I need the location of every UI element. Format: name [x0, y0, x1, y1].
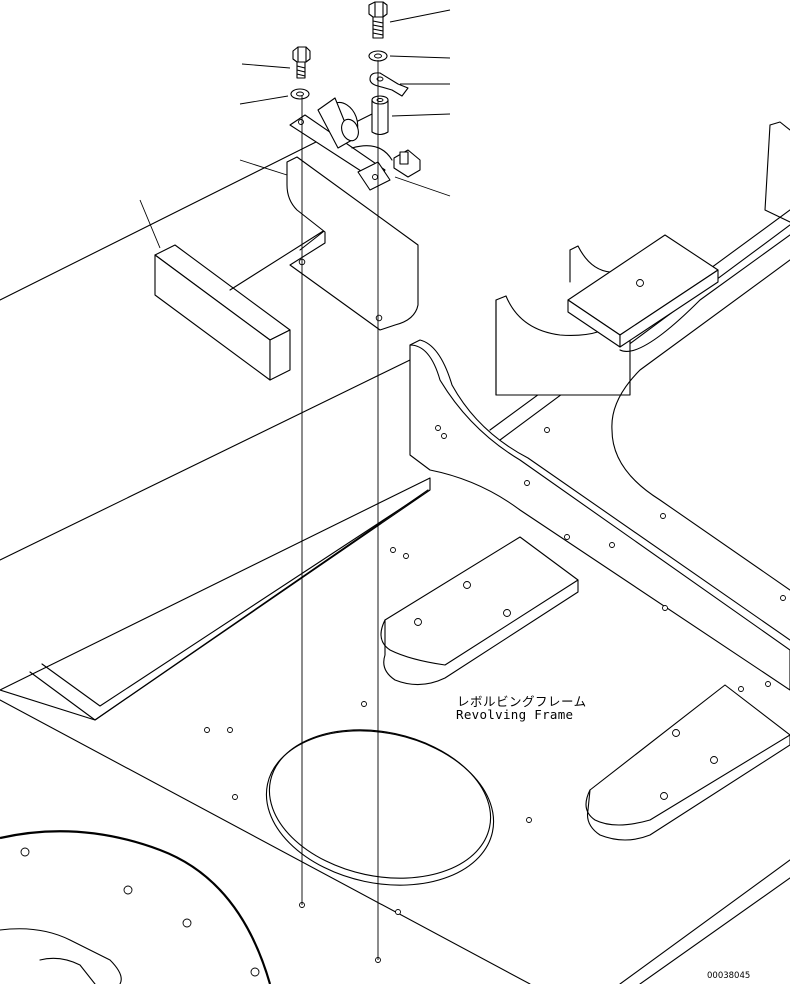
drawing-code: 00038045	[707, 971, 751, 981]
leader-lines	[139, 9, 451, 249]
frame-holes	[20, 425, 786, 977]
assembly-centerlines	[301, 60, 379, 960]
terminal-lug	[369, 72, 409, 97]
frame-label-japanese: レボルビングフレーム	[457, 694, 587, 709]
spacer-collar	[371, 95, 389, 136]
washer-small	[290, 88, 310, 100]
mounting-bracket	[286, 156, 419, 331]
rubber-block	[154, 227, 329, 381]
revolving-frame	[0, 109, 790, 984]
bolt-small	[292, 46, 311, 79]
washer-large	[368, 50, 388, 62]
frame-label-english: Revolving Frame	[456, 707, 574, 722]
bolt-large	[368, 1, 388, 39]
horn-assembly	[289, 97, 421, 191]
